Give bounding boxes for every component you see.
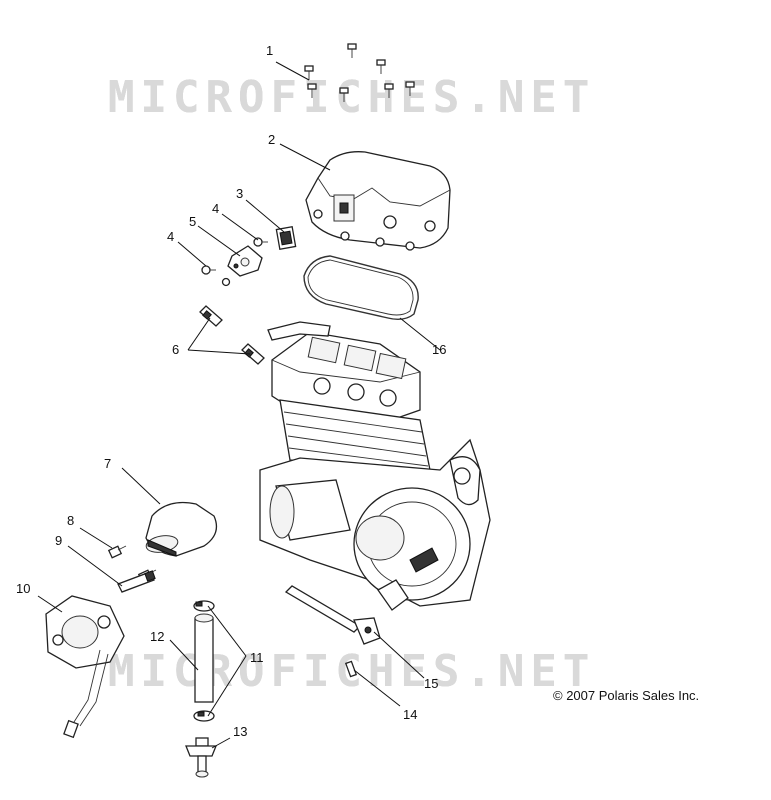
callout-3: 3 [236, 186, 244, 201]
screw-part-4c [221, 277, 231, 287]
callout-4a: 4 [212, 201, 220, 216]
callout-16: 16 [432, 342, 447, 357]
gasket-part-16 [303, 255, 419, 321]
hose-part-12 [194, 613, 214, 703]
screw-part-4a [253, 237, 268, 247]
spark-plug-part-6a [199, 305, 223, 327]
callout-6: 6 [172, 342, 180, 357]
callout-12: 12 [150, 629, 165, 644]
sensor-part-9 [117, 570, 156, 593]
pin-part-14 [344, 660, 358, 678]
spark-plug-part-6b [241, 343, 265, 365]
callout-7: 7 [104, 456, 112, 471]
bolts-part-1 [304, 43, 415, 102]
callout-15: 15 [424, 676, 439, 691]
intake-boot-part-7 [145, 501, 218, 557]
callout-14: 14 [403, 707, 418, 722]
engine-assembly [259, 321, 491, 611]
callout-13: 13 [233, 724, 248, 739]
valve-part-13 [185, 737, 217, 778]
copyright-notice: © 2007 Polaris Sales Inc. [553, 688, 700, 703]
callout-11: 11 [250, 650, 264, 665]
throttle-body-part-10 [45, 595, 125, 739]
clamp-part-11b [193, 710, 215, 722]
callout-5: 5 [189, 214, 197, 229]
callout-2: 2 [268, 132, 276, 147]
watermark-top: MICROFICHES.NET [108, 72, 596, 123]
callout-10: 10 [16, 581, 31, 596]
valve-cover-part-2 [305, 151, 451, 251]
sensor-part-3 [275, 226, 297, 250]
callout-8: 8 [67, 513, 75, 528]
leader-lines [37, 61, 441, 749]
clamp-part-11a [193, 600, 215, 612]
callout-1: 1 [266, 43, 274, 58]
sensor-part-15 [284, 585, 381, 645]
screw-part-4b [201, 265, 216, 275]
callout-9: 9 [55, 533, 63, 548]
callout-4b: 4 [167, 229, 175, 244]
